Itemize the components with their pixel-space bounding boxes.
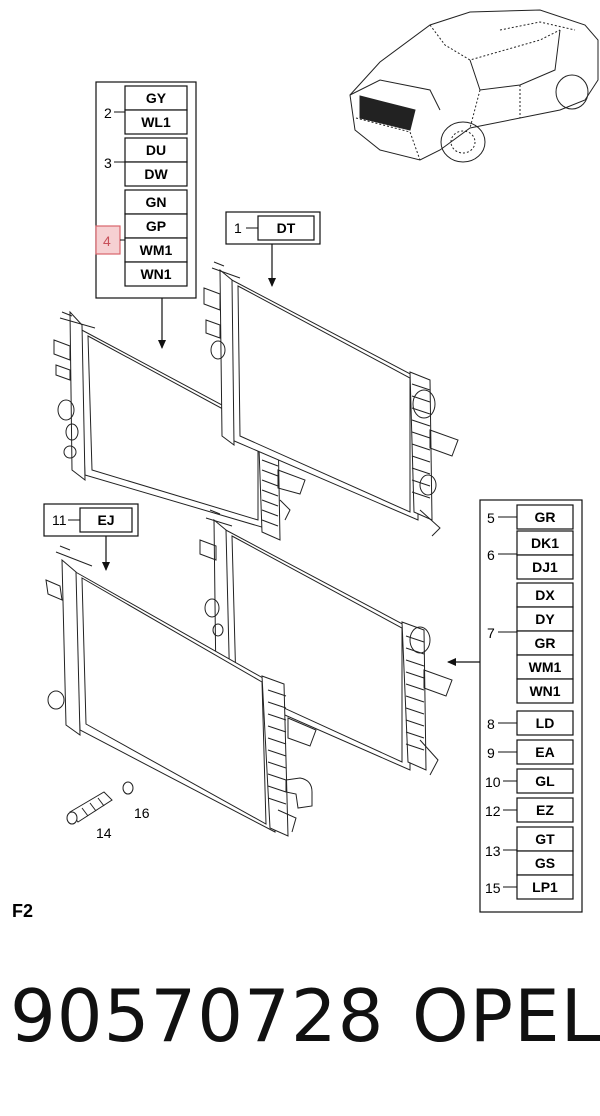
item-number-2: 2 — [104, 105, 112, 121]
code-WL1: WL1 — [141, 114, 171, 130]
code-GR: GR — [535, 509, 556, 525]
code-LP1: LP1 — [532, 879, 558, 895]
code-DK1: DK1 — [531, 535, 559, 551]
radiator-top-right — [203, 261, 459, 537]
radiator-bottom-left — [45, 545, 317, 837]
code-DJ1: DJ1 — [532, 559, 558, 575]
callout-item-11: 11 EJ — [43, 503, 139, 571]
code-GR-7: GR — [535, 635, 556, 651]
code-WM1: WM1 — [140, 242, 173, 258]
code-WN1: WN1 — [140, 266, 171, 282]
code-GS: GS — [535, 855, 555, 871]
code-GN: GN — [146, 194, 167, 210]
code-EJ: EJ — [97, 512, 114, 528]
item-number-12: 12 — [485, 803, 501, 819]
item-number-15: 15 — [485, 880, 501, 896]
code-DY: DY — [535, 611, 555, 627]
radiator-middle-right — [199, 509, 453, 776]
brand-name: OPEL — [412, 974, 600, 1058]
part-16-label: 16 — [134, 805, 150, 821]
code-GP: GP — [146, 218, 166, 234]
item-number-4: 4 — [103, 233, 111, 249]
item-number-9: 9 — [487, 745, 495, 761]
code-DU: DU — [146, 142, 166, 158]
item-number-5: 5 — [487, 510, 495, 526]
item-number-8: 8 — [487, 716, 495, 732]
item-number-6: 6 — [487, 547, 495, 563]
code-EA: EA — [535, 744, 554, 760]
part-number: 90570728 — [10, 974, 385, 1058]
callout-group-5-15: 5 GR 6 DK1 DJ1 7 DX DY GR WM1 WN1 8 LD 9… — [447, 499, 583, 913]
item-number-11: 11 — [52, 512, 67, 528]
code-WM1-7: WM1 — [529, 659, 562, 675]
car-illustration — [349, 9, 599, 163]
code-DT: DT — [277, 220, 296, 236]
drain-plug-part-14 — [66, 791, 113, 825]
code-GY: GY — [146, 90, 167, 106]
code-DX: DX — [535, 587, 555, 603]
car-radiator-highlight-icon — [359, 95, 416, 131]
item-number-13: 13 — [485, 843, 501, 859]
part-14-label: 14 — [96, 825, 112, 841]
code-EZ: EZ — [536, 802, 554, 818]
item-number-10: 10 — [485, 774, 501, 790]
code-GT: GT — [535, 831, 555, 847]
figure-label: F2 — [12, 901, 33, 921]
code-DW: DW — [144, 166, 168, 182]
item-number-7: 7 — [487, 625, 495, 641]
callout-item-1: 1 DT — [225, 211, 321, 287]
callout-group-2-3-4: 2 GY WL1 3 DU DW 4 GN GP WM1 WN1 — [95, 81, 197, 349]
code-GL: GL — [535, 773, 555, 789]
code-LD: LD — [536, 715, 555, 731]
seal-ring-part-16 — [122, 781, 134, 795]
item-4-highlight — [95, 225, 121, 255]
item-number-3: 3 — [104, 155, 112, 171]
radiator-top-left — [53, 310, 306, 541]
item-number-1: 1 — [234, 220, 242, 236]
code-WN1-7: WN1 — [529, 683, 560, 699]
